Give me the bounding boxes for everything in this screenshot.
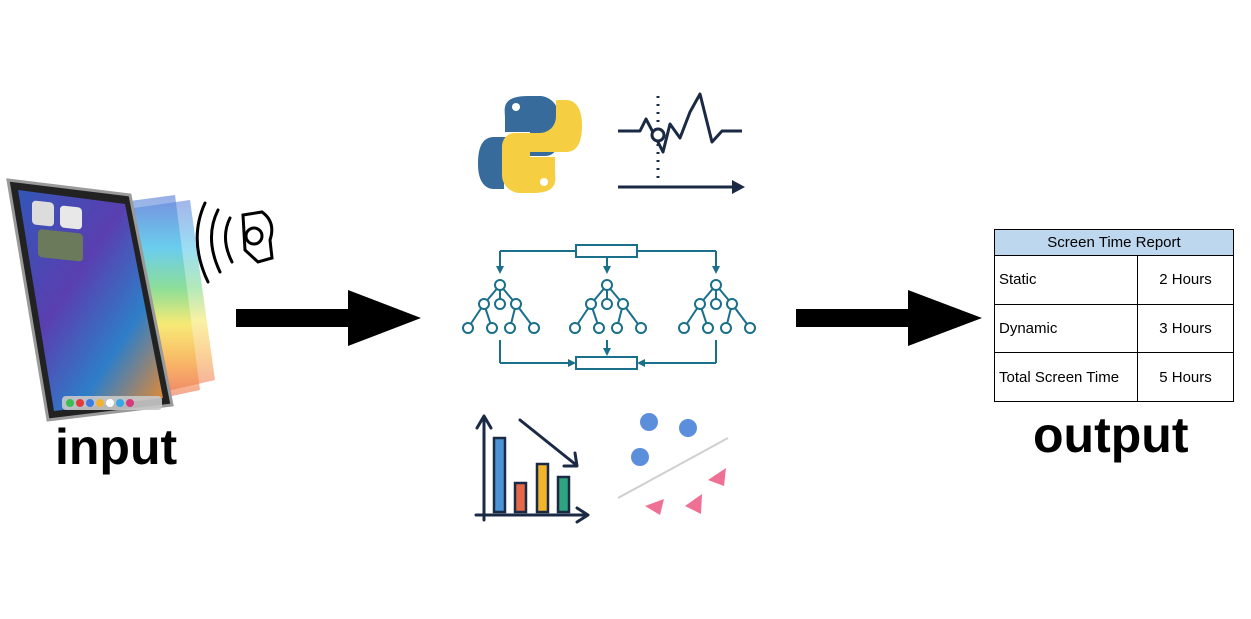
report-title: Screen Time Report xyxy=(995,230,1233,256)
table-row: Dynamic 3 Hours xyxy=(995,304,1233,353)
row-value: 5 Hours xyxy=(1137,353,1233,402)
row-label: Dynamic xyxy=(999,319,1058,337)
row-label: Static xyxy=(999,271,1037,289)
table-row: Static 2 Hours xyxy=(995,256,1233,305)
screen-time-report-table: Screen Time Report Static 2 Hours Dynami… xyxy=(994,229,1234,402)
row-value: 2 Hours xyxy=(1137,256,1233,304)
table-row: Total Screen Time 5 Hours xyxy=(995,353,1233,402)
input-label: input xyxy=(55,419,178,475)
output-label: output xyxy=(1033,407,1189,463)
row-value: 3 Hours xyxy=(1137,304,1233,352)
row-label: Total Screen Time xyxy=(999,368,1120,386)
